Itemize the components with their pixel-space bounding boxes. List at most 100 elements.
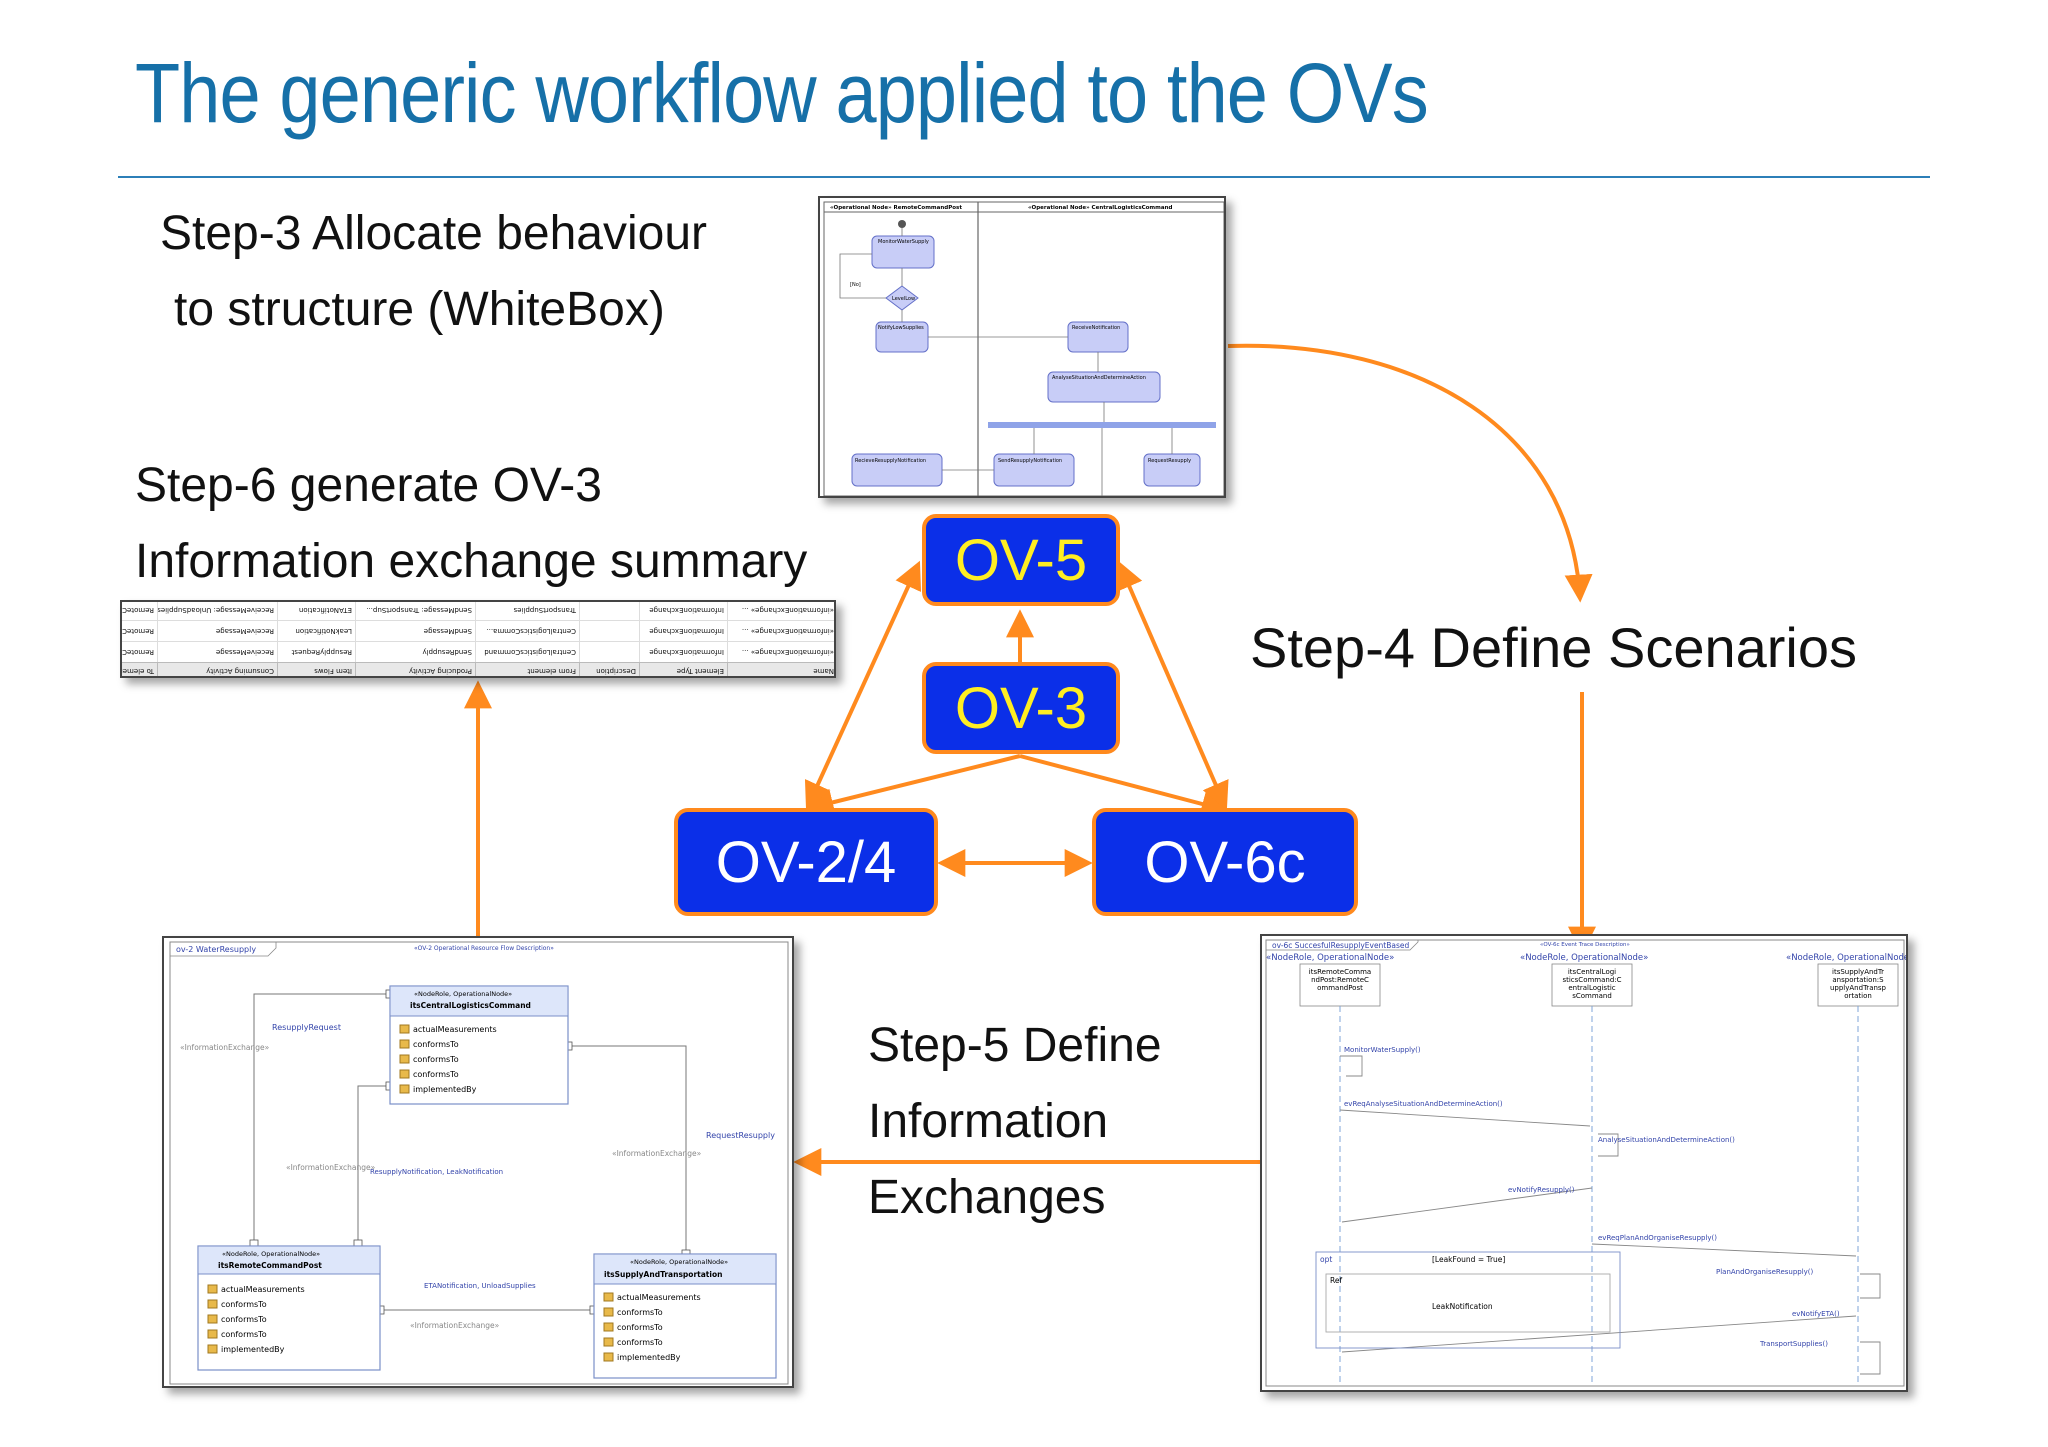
label-notif-pair: ResupplyNotification, LeakNotification (370, 1168, 503, 1176)
feature-remote: conformsTo (221, 1315, 267, 1324)
supply-stereo: «NodeRole, OperationalNode» (630, 1258, 728, 1266)
msg-m8: TransportSupplies() (1759, 1340, 1828, 1348)
msg-m3: AnalyseSituationAndDetermineAction() (1598, 1136, 1735, 1144)
remote-name: itsRemoteCommandPost (218, 1261, 322, 1270)
label-request-resupply: RequestResupply (706, 1131, 775, 1140)
supply-name: itsSupplyAndTransportation (604, 1270, 722, 1279)
ov3-header-cell: To element (122, 662, 158, 676)
ov3-header-cell: Name (727, 662, 834, 676)
central-name: itsCentralLogisticsCommand (410, 1001, 531, 1010)
node-central: «NodeRole, OperationalNode» itsCentralLo… (389, 985, 569, 1105)
feature-central: conformsTo (413, 1040, 459, 1049)
ov6c-diagram-screenshot: ov-6c SuccesfulResupplyEventBased «OV-6c… (1260, 934, 1908, 1392)
step6-line1: Step-6 generate OV-3 (135, 459, 602, 512)
ov3-cell: ReceiveMessage (157, 620, 278, 642)
fragment-guard: [LeakFound = True] (1432, 1255, 1505, 1264)
ov3-cell: SendMessage (355, 620, 476, 642)
ov3-cell: «informationExchange» ... (727, 641, 834, 663)
step3-line1: Step-3 Allocate behaviour (160, 207, 708, 260)
feature-folder-icon (399, 1084, 410, 1094)
label-resupply-request: ResupplyRequest (272, 1023, 341, 1032)
step5-line3: Exchanges (868, 1171, 1106, 1224)
activity-diagram-screenshot: «Operational Node» RemoteCommandPost «Op… (818, 196, 1226, 498)
ov3-cell: ReceiveMessage: UnloadSupplies (157, 602, 278, 621)
arrow-activity-step4 (1227, 343, 1593, 603)
ov6c-frame-stereotype: «OV-6c Event Trace Description» (1540, 942, 1630, 948)
ov3-header-cell: Consuming Activity (157, 662, 278, 676)
monitor-label: MonitorWaterSupply (878, 239, 929, 245)
feature-folder-icon (207, 1284, 218, 1294)
msg-m7: evNotifyETA() (1792, 1310, 1840, 1318)
lane-right-label: «Operational Node» CentralLogisticsComma… (1028, 205, 1173, 211)
step3-label: Step-3 Allocate behaviour to structure (… (160, 196, 707, 348)
step3-line2: to structure (WhiteBox) (174, 283, 665, 336)
arrow-ov3-ov24 (805, 754, 1021, 816)
ov3-cell: InformationExchange (639, 641, 728, 663)
step5-line2: Information (868, 1095, 1109, 1148)
ov3-cell: ETANotification (277, 602, 356, 621)
feature-folder-icon (603, 1337, 614, 1347)
table-row: «informationExchange» ...InformationExch… (122, 620, 834, 642)
label-eta-pair: ETANotification, UnloadSupplies (424, 1282, 536, 1290)
feature-supply: implementedBy (617, 1353, 681, 1362)
feature-central: actualMeasurements (413, 1025, 497, 1034)
ov3-cell: SendMessage: TransportSup... (355, 602, 476, 621)
ov3-cell: LeakNotification (277, 620, 356, 642)
feature-supply: conformsTo (617, 1308, 663, 1317)
table-row: «informationExchange» ...InformationExch… (122, 602, 834, 621)
ov3-box: OV-3 (922, 662, 1120, 754)
feature-supply: conformsTo (617, 1338, 663, 1347)
ov2-diagram-screenshot: ov-2 WaterResupply «OV-2 Operational Res… (162, 936, 794, 1388)
label-ie-right: «InformationExchange» (612, 1149, 702, 1158)
ov3-cell: «informationExchange» ... (727, 602, 834, 621)
ov6c-box: OV-6c (1092, 808, 1358, 916)
ov3-header-cell: Element Type (639, 662, 728, 676)
ov3-cell: RemoteComm... (122, 620, 158, 642)
feature-folder-icon (207, 1299, 218, 1309)
ov3-cell: «informationExchange» ... (727, 620, 834, 642)
ov3-cell: InformationExchange (639, 620, 728, 642)
feature-folder-icon (603, 1307, 614, 1317)
analyse-label: AnalyseSituationAndDetermineAction (1052, 375, 1146, 381)
send-resupply-label: SendResupplyNotification (998, 458, 1062, 464)
title-divider (118, 176, 1930, 178)
msg-m6: PlanAndOrganiseResupply() (1716, 1268, 1814, 1276)
fork-bar (988, 422, 1216, 428)
ov3-cell: CentralLogisticsCommand (475, 641, 580, 663)
step4-label: Step-4 Define Scenarios (1250, 610, 1857, 686)
step5-label: Step-5 Define Information Exchanges (868, 1008, 1162, 1236)
ov3-header-cell: Description (579, 662, 640, 676)
ov3-cell: RemoteComm... (122, 602, 158, 621)
ov5-box: OV-5 (922, 514, 1120, 606)
feature-folder-icon (207, 1329, 218, 1339)
msg-m2: evReqAnalyseSituationAndDetermineAction(… (1344, 1100, 1503, 1108)
ov3-header-cell: From element (475, 662, 580, 676)
ov3-cell: CentralLogisticsComma... (475, 620, 580, 642)
ov3-header-cell: Producing Activity (355, 662, 476, 676)
feature-folder-icon (603, 1292, 614, 1302)
slide-title: The generic workflow applied to the OVs (135, 46, 1429, 140)
ov3-cell (579, 620, 640, 642)
ov6c-frame-label: ov-6c SuccesfulResupplyEventBased (1272, 941, 1410, 950)
feature-folder-icon (603, 1352, 614, 1362)
feature-folder-icon (603, 1322, 614, 1332)
feature-remote: conformsTo (221, 1330, 267, 1339)
feature-remote: actualMeasurements (221, 1285, 305, 1294)
ov3-header-cell: Item Flows (277, 662, 356, 676)
action-monitor (871, 235, 935, 269)
ov24-box: OV-2/4 (674, 808, 938, 916)
label-ie-left: «InformationExchange» (180, 1043, 270, 1052)
ov3-cell: ReceiveMessage (157, 641, 278, 663)
msg-m4: evNotifyResupply() (1508, 1186, 1575, 1194)
lifeline-left-head (1299, 963, 1381, 1007)
fragment-opt: opt (1320, 1255, 1332, 1264)
arrow-ov5-ov6c (1116, 560, 1229, 811)
feature-central: conformsTo (413, 1055, 459, 1064)
initial-node (898, 220, 906, 228)
fragment-ref: Ref (1330, 1276, 1342, 1285)
